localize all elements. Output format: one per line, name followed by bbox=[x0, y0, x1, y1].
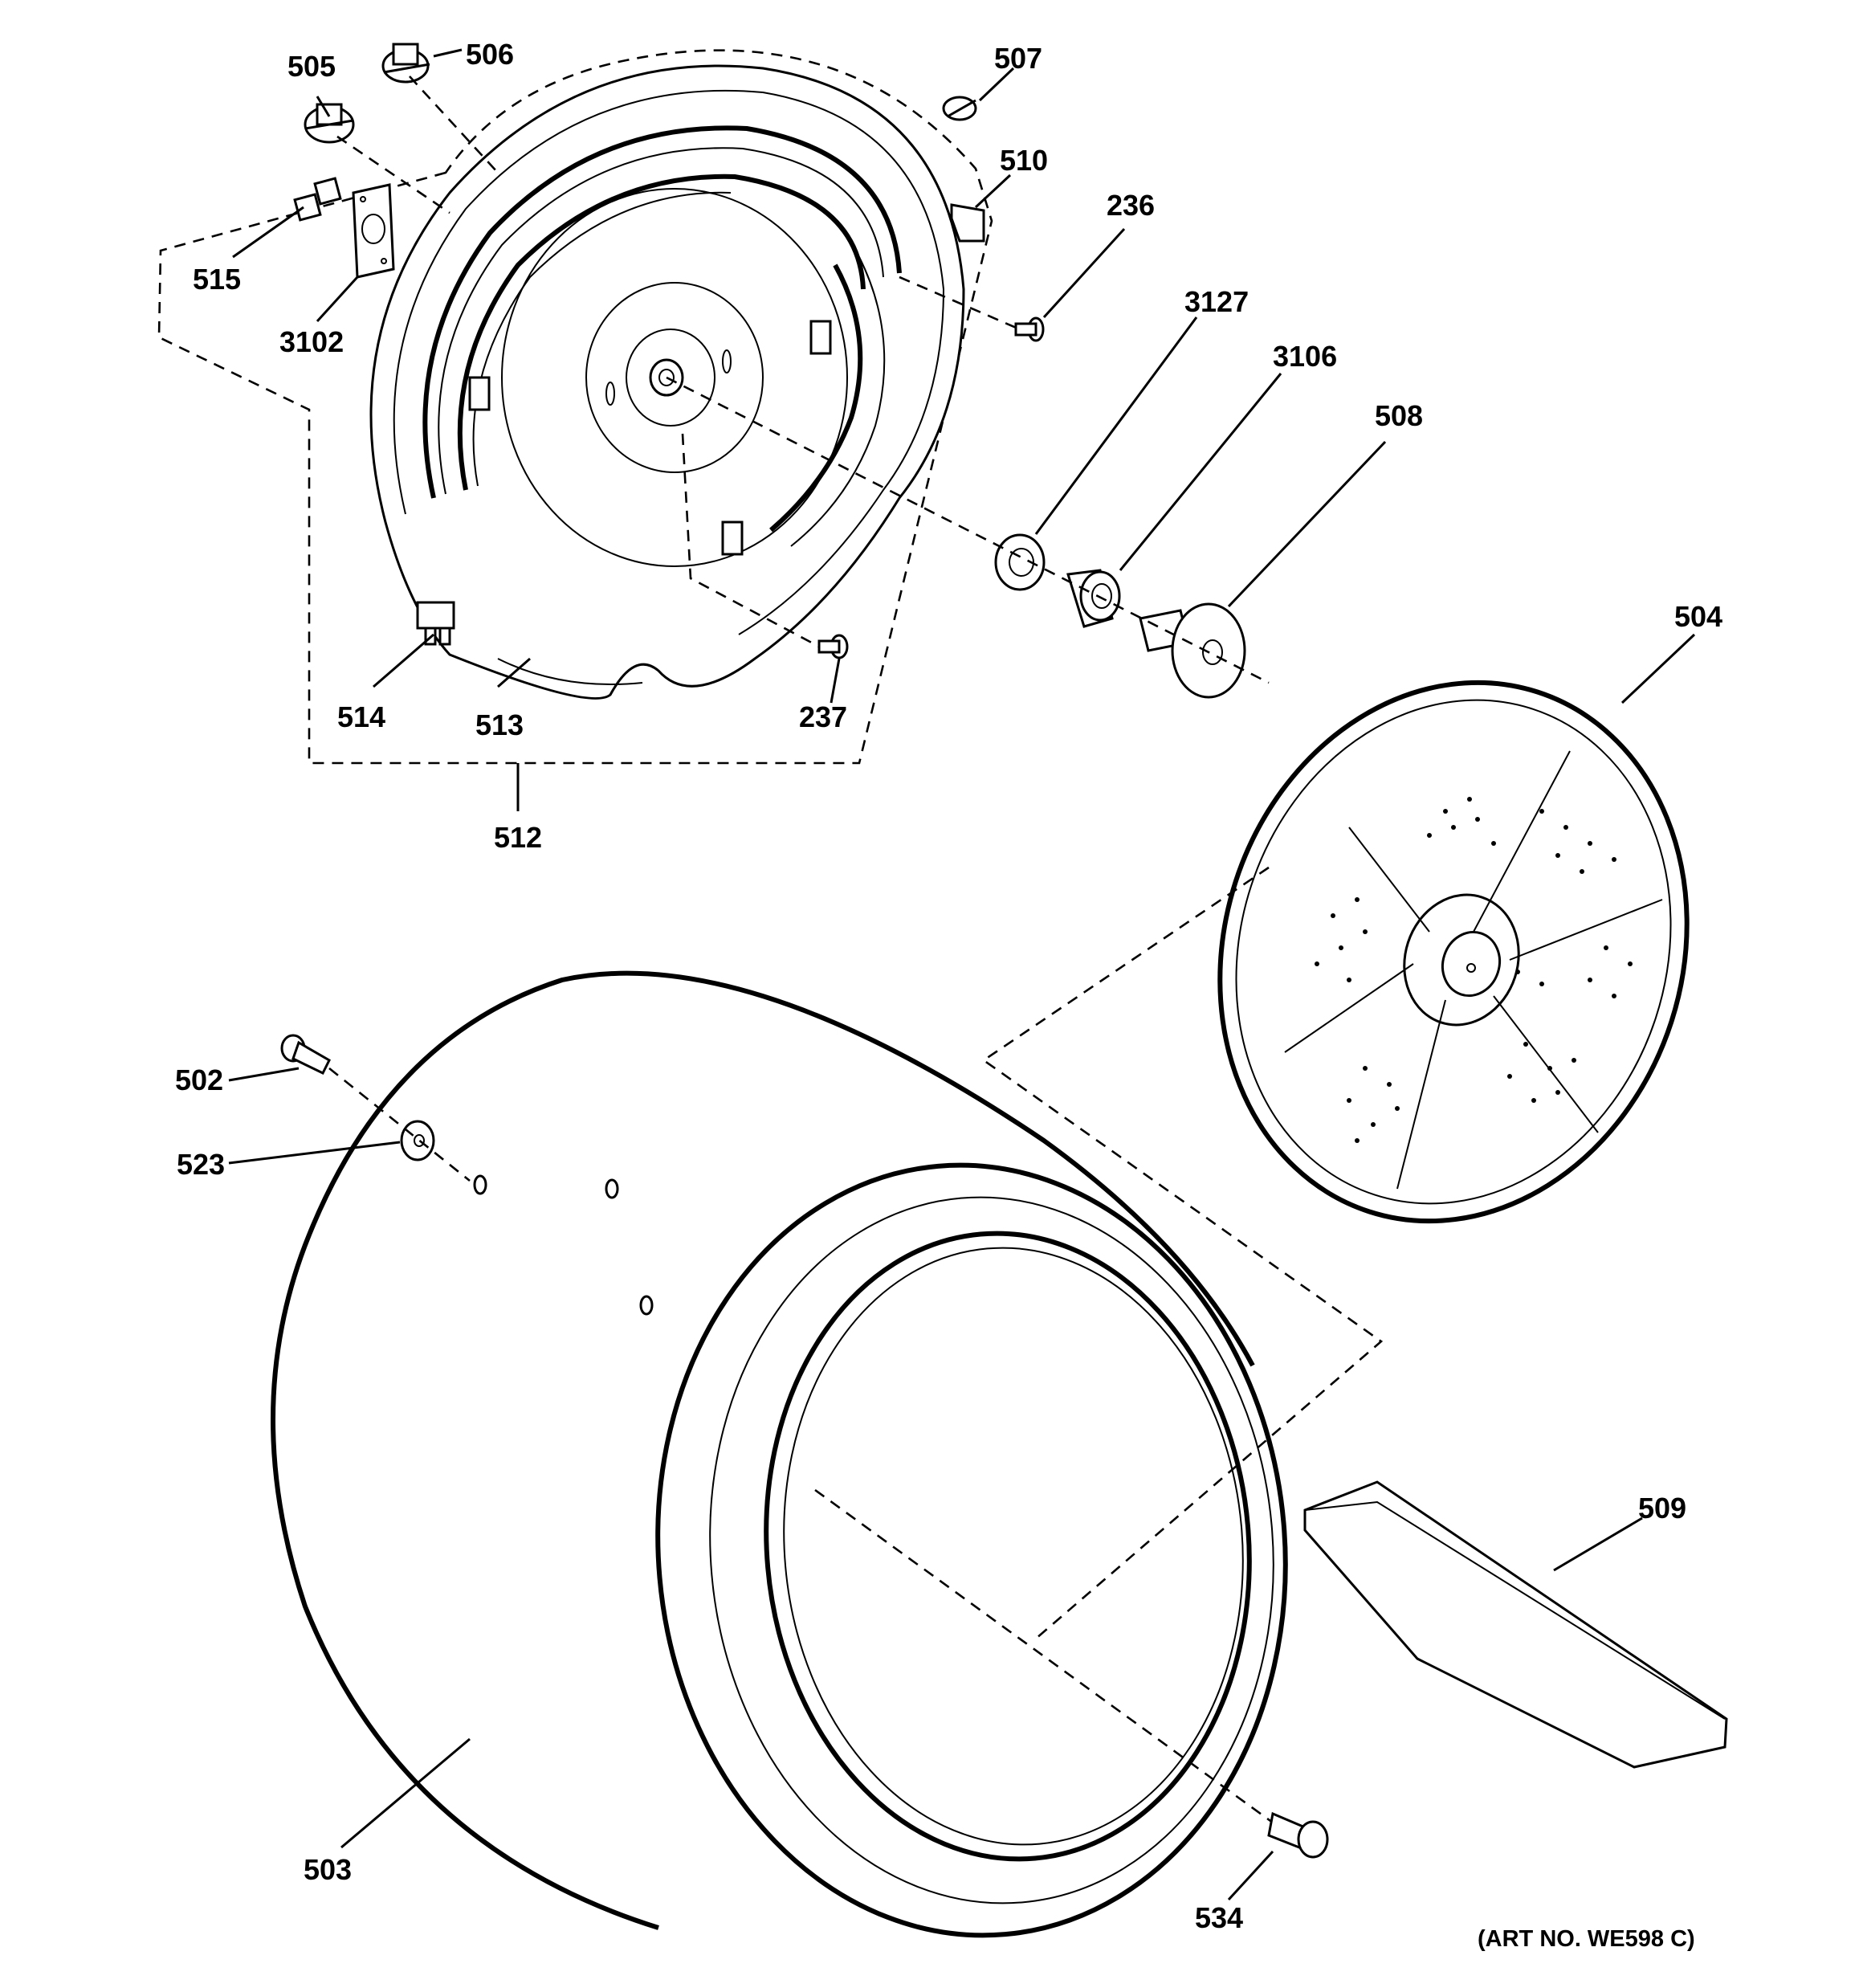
insulator-515 bbox=[293, 177, 342, 222]
callout-523: 523 bbox=[177, 1148, 225, 1181]
callout-504: 504 bbox=[1674, 600, 1722, 633]
drum-back-504 bbox=[1217, 680, 1690, 1224]
callout-3106: 3106 bbox=[1273, 340, 1337, 373]
callout-514: 514 bbox=[337, 700, 385, 733]
terminal-block bbox=[416, 601, 455, 646]
sleeve-3106 bbox=[1066, 569, 1121, 628]
callout-507: 507 bbox=[994, 42, 1042, 75]
callout-505: 505 bbox=[287, 50, 336, 83]
callout-510: 510 bbox=[1000, 144, 1048, 177]
screw-502 bbox=[280, 1034, 331, 1075]
leader-lines bbox=[228, 48, 1696, 1901]
axis-line-502 bbox=[328, 1067, 471, 1182]
callout-513: 513 bbox=[475, 708, 524, 741]
callout-502: 502 bbox=[175, 1063, 223, 1096]
screw-236 bbox=[1014, 316, 1045, 342]
axis-line-236 bbox=[899, 276, 1021, 331]
callout-3102: 3102 bbox=[279, 325, 344, 358]
washer-523 bbox=[400, 1120, 435, 1161]
screw-534 bbox=[1267, 1811, 1329, 1859]
bearing-3127 bbox=[994, 533, 1046, 591]
callout-512: 512 bbox=[494, 821, 542, 854]
shaft-508 bbox=[1139, 602, 1246, 699]
callout-534: 534 bbox=[1195, 1901, 1243, 1934]
callout-509: 509 bbox=[1638, 1492, 1686, 1525]
callout-508: 508 bbox=[1375, 399, 1423, 432]
thermostat-505 bbox=[304, 103, 355, 144]
axis-line-506 bbox=[409, 76, 499, 173]
axis-line-237 bbox=[681, 433, 820, 648]
plate-3102 bbox=[352, 183, 395, 279]
axis-line-top bbox=[666, 376, 1270, 684]
art-number: (ART NO. WE598 C) bbox=[1478, 1926, 1695, 1952]
axis-line-534 bbox=[814, 1488, 1286, 1833]
screw-237 bbox=[817, 634, 849, 659]
callout-515: 515 bbox=[193, 263, 241, 296]
baffle-509 bbox=[1303, 1480, 1728, 1769]
callout-3127: 3127 bbox=[1184, 285, 1249, 318]
thermostat-507 bbox=[942, 96, 977, 121]
callout-237: 237 bbox=[799, 700, 847, 733]
clip-510 bbox=[950, 203, 985, 243]
callout-236: 236 bbox=[1107, 189, 1155, 222]
projection-504-to-503 bbox=[981, 866, 1384, 1639]
rear-bulkhead-heater bbox=[369, 64, 965, 700]
drum-503 bbox=[271, 970, 1288, 1938]
axis-line-505 bbox=[336, 135, 450, 214]
callout-503: 503 bbox=[304, 1853, 352, 1886]
thermostat-506 bbox=[381, 43, 430, 84]
callout-506: 506 bbox=[466, 38, 514, 71]
